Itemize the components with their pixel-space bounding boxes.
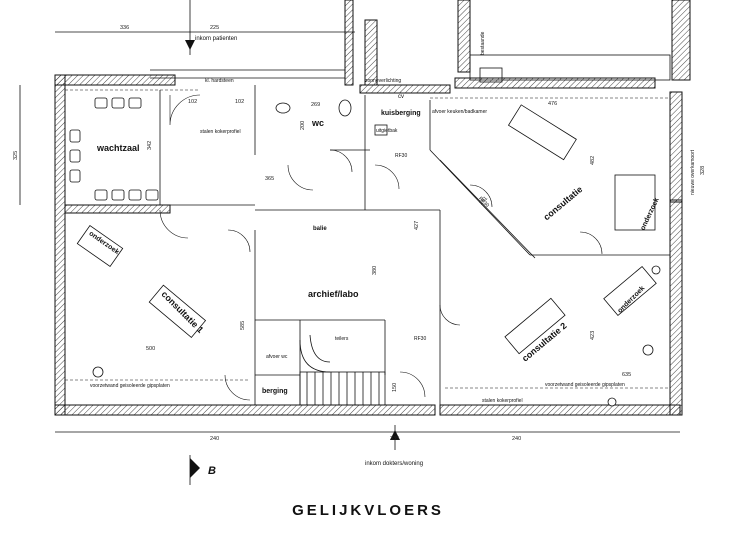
label-inkom-patienten: inkom patienten [195,36,237,42]
dim-427: 427 [414,221,420,230]
dim-200: 200 [300,121,306,130]
doors [159,94,603,401]
label-nieuwe: nieuwe overkamoort [690,149,696,195]
dim-bot-240a: 240 [210,436,219,442]
room-consultatie-right: consultatie [542,184,585,222]
dim-336: 336 [120,25,129,31]
label-rf30a: RF30 [395,153,407,159]
label-voorzetwand-right: voorzetwand geisoleerde gipsplaten [545,382,625,388]
dim-102a: 102 [188,99,197,105]
dim-181: 181 [478,196,489,207]
room-berging: berging [262,388,288,395]
room-wachtzaal: wachtzaal [96,143,140,153]
dim-225: 225 [210,25,219,31]
dim-423: 423 [590,331,596,340]
dim-380: 380 [372,266,378,275]
label-bestaande: bestaande [480,31,486,55]
dimension-lines [19,0,680,485]
room-kuisberging: kuisberging [381,110,421,117]
furniture [69,97,661,407]
exterior-walls [54,74,683,416]
dim-342: 342 [147,141,153,150]
dashed-lines [65,89,670,389]
dim-476: 476 [548,101,557,107]
dim-bot-335: 335 [390,436,399,442]
label-zonneverlichting: zonneverlichting [365,78,401,84]
label-cv: cv [398,94,404,100]
staircase [299,334,386,406]
dim-150: 150 [392,383,398,392]
dim-500: 500 [146,346,155,352]
dim-325: 325 [13,151,19,160]
label-kl-hardsteen: kl. hardsteen [205,78,234,84]
dim-365: 365 [265,176,274,182]
label-teilers: teilers [335,336,349,342]
dim-635: 635 [622,372,631,378]
label-stalen-bottom: stalen kokerprofiel [482,398,523,404]
label-inkom-dokters: inkom dokters/woning [365,461,423,467]
interior-walls [65,85,670,405]
existing-structure [150,0,691,86]
room-balie: balie [313,226,327,232]
dim-482: 482 [590,156,596,165]
room-archief: archief/labo [308,289,359,299]
label-afvoer-wc: afvoer wc [266,354,288,360]
label-voorzetwand-left: voorzetwand geisoleerde gipsplaten [90,383,170,389]
label-stalen-top: stalen kokerprofiel [200,129,241,135]
dim-bot-240b: 240 [512,436,521,442]
label-rf30b: RF30 [414,336,426,342]
plan-title: GELIJKVLOERS [292,502,444,519]
dim-102b: 102 [235,99,244,105]
dim-585: 585 [240,321,246,330]
dim-328: 328 [700,166,706,175]
section-marker-b: B [208,465,216,477]
label-afvoer: afvoer keuken/badkamer [432,109,487,115]
label-uitgietbak: uitgietbak [376,128,398,134]
dim-269: 269 [311,102,320,108]
room-wc: wc [311,118,324,128]
